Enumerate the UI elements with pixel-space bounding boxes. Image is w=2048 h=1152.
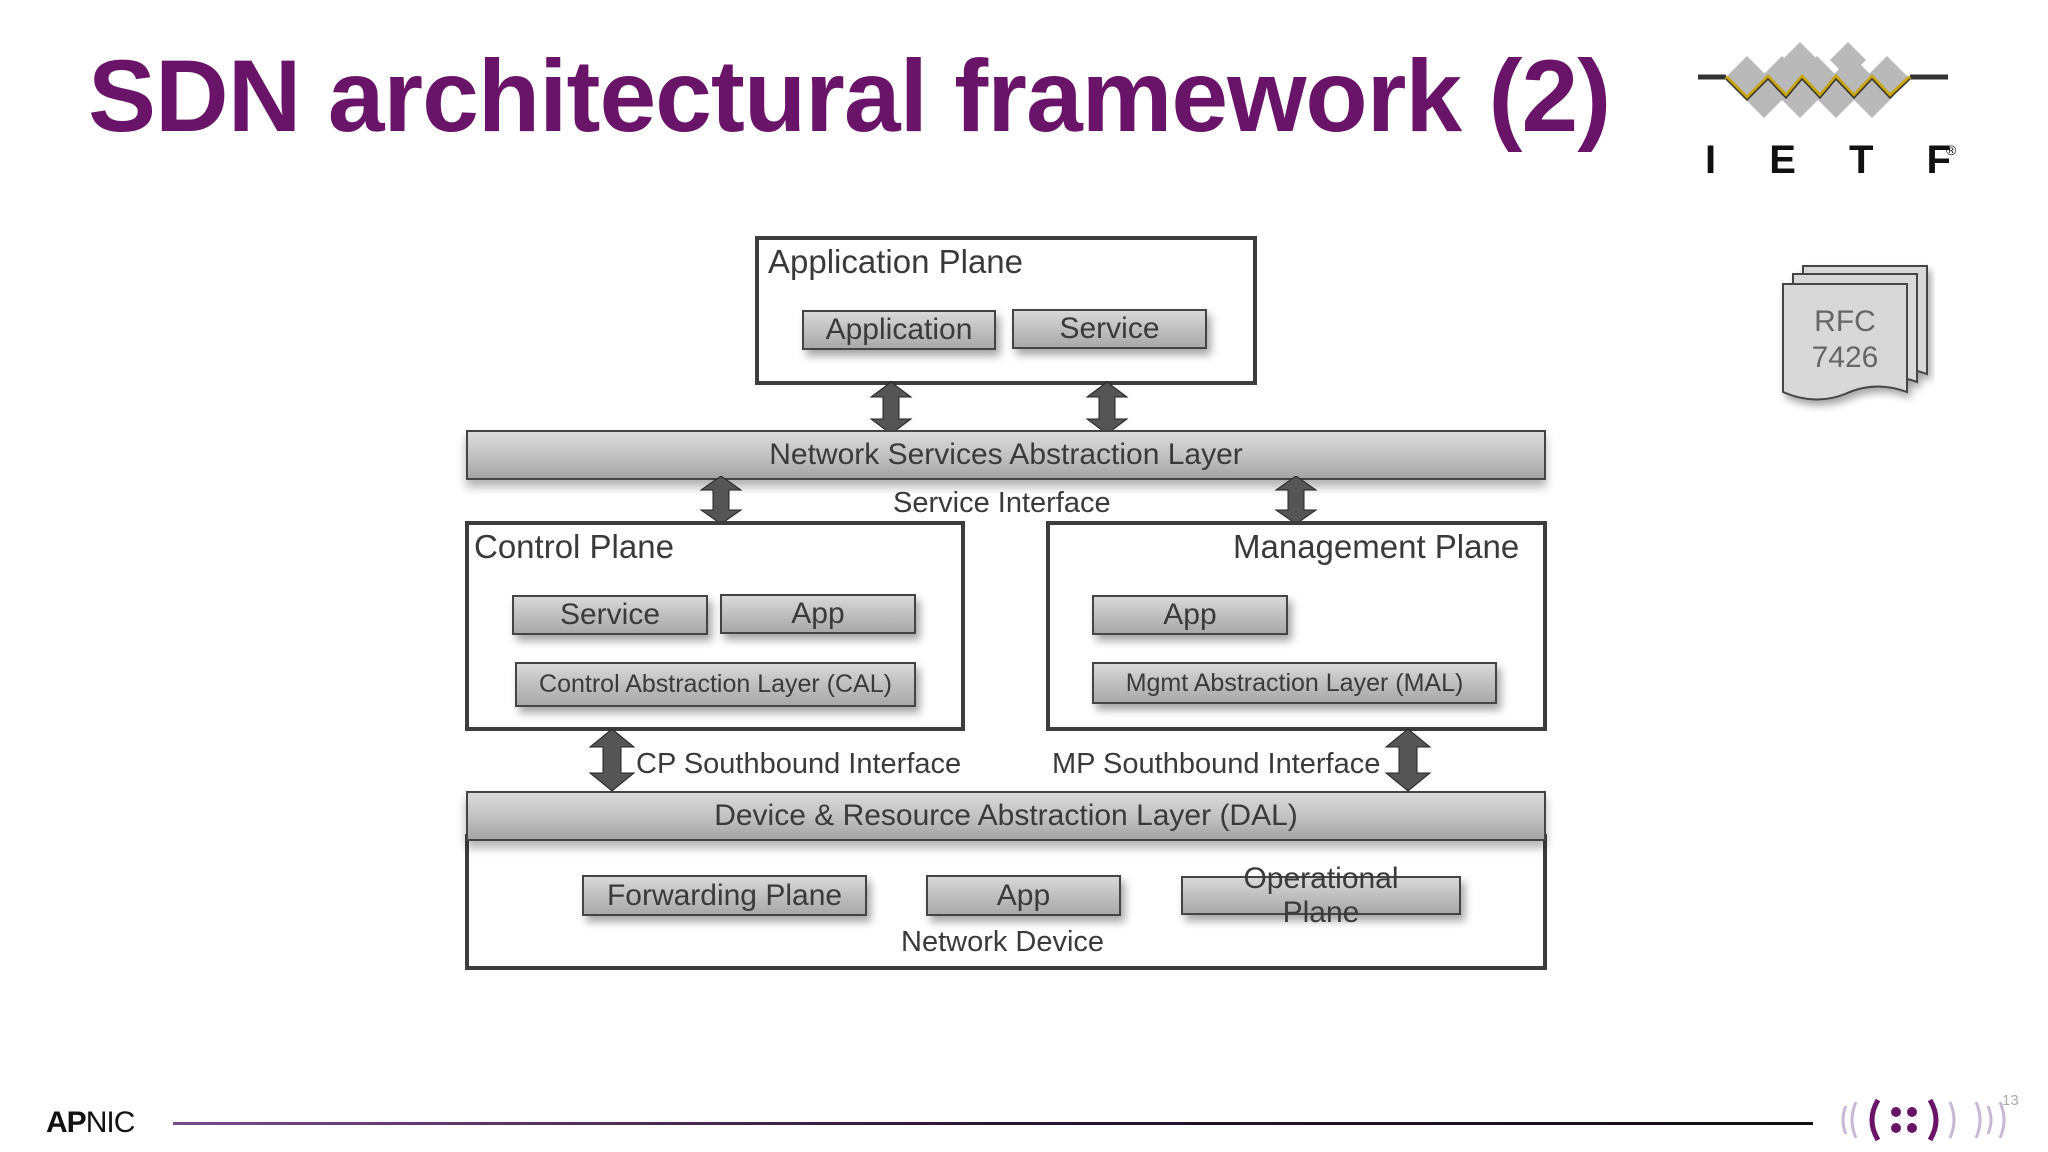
double-arrow-icon xyxy=(588,729,636,791)
device-app-box: App xyxy=(926,875,1121,916)
application-plane-title: Application Plane xyxy=(768,243,1024,280)
apnic-brand-bold: AP xyxy=(46,1106,87,1139)
application-box: Application xyxy=(802,310,996,350)
ietf-letter: F xyxy=(1926,138,1951,182)
mgmt-abstraction-layer-box: Mgmt Abstraction Layer (MAL) xyxy=(1092,662,1497,704)
double-arrow-icon xyxy=(1384,729,1432,791)
page-number: 13 xyxy=(2002,1092,2019,1109)
apnic-logo: APNIC xyxy=(46,1106,136,1140)
registered-mark: ® xyxy=(1946,142,1957,158)
control-plane-title: Control Plane xyxy=(474,528,674,565)
rfc-number: 7426 xyxy=(1811,341,1879,374)
cp-southbound-interface-label: CP Southbound Interface xyxy=(636,748,962,780)
double-arrow-icon xyxy=(699,476,743,524)
control-abstraction-layer-box: Control Abstraction Layer (CAL) xyxy=(515,662,916,707)
control-app-box: App xyxy=(720,594,916,634)
forwarding-plane-box: Forwarding Plane xyxy=(582,875,867,916)
operational-plane-box: Operational Plane xyxy=(1181,862,1461,929)
network-device-label: Network Device xyxy=(901,926,1105,958)
ipv6-signal-logo-icon xyxy=(1838,1094,2018,1146)
apnic-brand-rest: NIC xyxy=(85,1106,136,1139)
footer-divider xyxy=(173,1122,1813,1125)
network-services-abstraction-layer: Network Services Abstraction Layer xyxy=(466,430,1546,480)
service-box: Service xyxy=(1012,309,1207,349)
double-arrow-icon xyxy=(1274,476,1318,524)
slide-title: SDN architectural framework (2) xyxy=(88,39,1611,153)
management-app-box: App xyxy=(1092,595,1288,635)
double-arrow-icon xyxy=(869,382,913,434)
ietf-letter: I xyxy=(1705,138,1717,182)
mp-southbound-interface-label: MP Southbound Interface xyxy=(1052,748,1381,780)
rfc-label: RFC xyxy=(1814,305,1876,338)
ietf-letter: E xyxy=(1769,138,1796,182)
double-arrow-icon xyxy=(1085,382,1129,434)
service-interface-label: Service Interface xyxy=(893,487,1111,519)
control-service-box: Service xyxy=(512,595,708,635)
ietf-diamond-logo-icon xyxy=(1698,42,1948,118)
management-plane-title: Management Plane xyxy=(1233,528,1520,565)
ietf-letter: T xyxy=(1849,138,1874,182)
ietf-logo: I E T F ® xyxy=(1690,36,1960,186)
device-resource-abstraction-layer: Device & Resource Abstraction Layer (DAL… xyxy=(466,791,1546,841)
rfc-badge: RFC 7426 xyxy=(1775,262,1935,412)
document-stack-icon xyxy=(1782,265,1928,401)
